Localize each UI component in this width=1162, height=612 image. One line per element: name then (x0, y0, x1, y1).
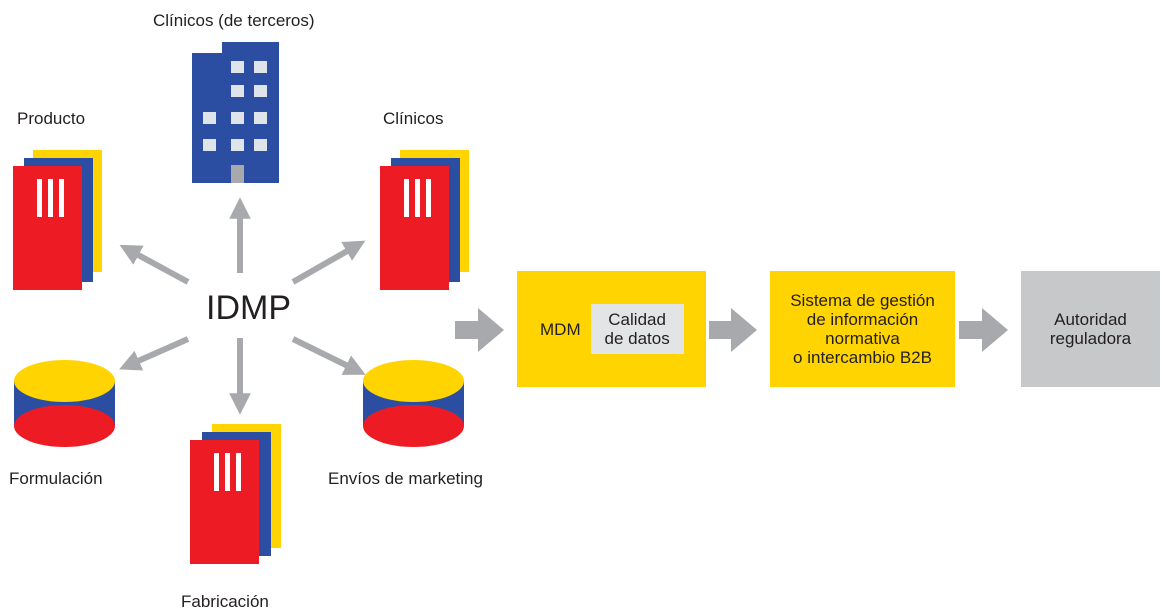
label-fabricacion: Fabricación (181, 592, 269, 611)
mdm-box: MDM Calidad de datos (517, 271, 706, 387)
autoridad-reguladora-box: Autoridad reguladora (1021, 271, 1160, 387)
label-envios-marketing: Envíos de marketing (328, 469, 483, 488)
document-stack-icon (380, 150, 469, 290)
sistema-line-2: de información (806, 310, 919, 329)
arrow-to-formulacion (119, 336, 190, 371)
document-stack-icon (13, 150, 102, 290)
sistema-line-3: normativa (825, 329, 900, 348)
calidad-line-2: de datos (604, 329, 670, 348)
arrow-to-clinicos (291, 240, 366, 285)
flow-arrow-to-sistema (709, 308, 757, 352)
mdm-label: MDM (540, 319, 581, 339)
label-producto: Producto (17, 109, 86, 128)
office-building-icon (192, 42, 279, 183)
label-formulacion: Formulación (9, 469, 103, 488)
idmp-center-label: IDMP (206, 289, 291, 327)
flow-arrow-to-mdm (455, 308, 504, 352)
database-cylinder-icon (14, 360, 115, 447)
sistema-line-4: o intercambio B2B (793, 348, 932, 367)
sistema-line-1: Sistema de gestión (790, 291, 935, 310)
arrow-to-envios (291, 336, 366, 375)
autoridad-line-1: Autoridad (1054, 310, 1127, 329)
sistema-gestion-box: Sistema de gestión de información normat… (770, 271, 955, 387)
document-stack-icon (190, 424, 281, 564)
arrow-to-producto (119, 244, 190, 285)
database-cylinder-icon (363, 360, 464, 447)
label-clinicos-terceros: Clínicos (de terceros) (153, 11, 315, 30)
autoridad-line-2: reguladora (1049, 329, 1132, 348)
label-clinicos: Clínicos (383, 109, 444, 128)
flow-arrow-to-autoridad (959, 308, 1008, 352)
calidad-datos-box: Calidad de datos (590, 304, 684, 354)
calidad-line-1: Calidad (608, 310, 666, 329)
